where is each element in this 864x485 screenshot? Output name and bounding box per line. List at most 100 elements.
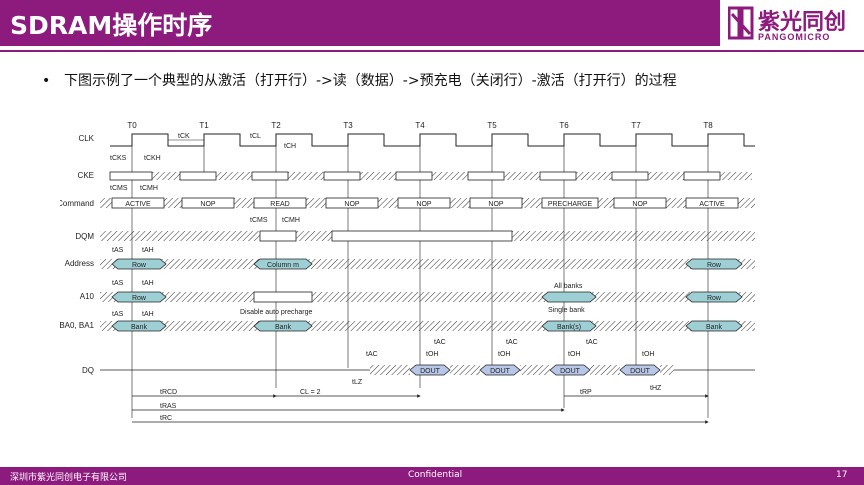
label-tcms: tCMS	[110, 185, 128, 192]
signal-names: CLK CKE Command DQM Address A10 BA0, BA1…	[60, 134, 95, 375]
edge-t3: T3	[343, 121, 353, 130]
label-toh-3: tOH	[498, 351, 510, 358]
bullet-item: • 下图示例了一个典型的从激活（打开行）->读（数据）->预充电（关闭行）-激活（…	[42, 70, 677, 90]
label-tcmh-dqm: tCMH	[282, 217, 300, 224]
sdram-timing-diagram: CLK CKE Command DQM Address A10 BA0, BA1…	[60, 121, 755, 424]
label-tcl: tCL	[250, 133, 261, 140]
footer-confidential: Confidential	[408, 470, 463, 480]
header-divider	[0, 50, 864, 52]
bullet-text: 下图示例了一个典型的从激活（打开行）->读（数据）->预充电（关闭行）-激活（打…	[64, 73, 677, 89]
edge-t8: T8	[703, 121, 713, 130]
label-tah-addr: tAH	[142, 247, 154, 254]
cmd-2: READ	[270, 201, 289, 208]
logo-mark-icon	[727, 6, 754, 40]
label-tah-a10: tAH	[142, 280, 154, 287]
interval-arrows	[132, 394, 709, 424]
signal-cke: CKE	[78, 171, 94, 180]
label-trc: tRC	[160, 415, 172, 422]
cmd-0: ACTIVE	[125, 201, 151, 208]
signal-a10: A10	[80, 292, 95, 301]
edge-t7: T7	[631, 121, 641, 130]
label-trp: tRP	[580, 389, 592, 396]
edge-t1: T1	[199, 121, 209, 130]
label-tah-ba: tAH	[142, 311, 154, 318]
a10-1: Row	[707, 295, 722, 302]
label-tac-2: tAC	[434, 339, 446, 346]
edge-t2: T2	[271, 121, 281, 130]
bank-3: Bank	[706, 324, 722, 331]
a10-row: Row Row Disable auto precharge All banks…	[100, 280, 755, 316]
edge-t5: T5	[487, 121, 497, 130]
label-tas-a10: tAS	[112, 280, 124, 287]
company-logo: 紫光同创 PANGOMICRO	[727, 6, 860, 46]
clk-timing-labels: tCK tCL tCH	[168, 133, 296, 150]
signal-clk: CLK	[78, 134, 94, 143]
a10-0: Row	[132, 295, 147, 302]
note-all-banks: All banks	[554, 283, 583, 290]
edge-t0: T0	[127, 121, 137, 130]
label-trcd: tRCD	[160, 389, 177, 396]
label-tras: tRAS	[160, 403, 177, 410]
label-tcms-dqm: tCMS	[250, 217, 268, 224]
label-thz: tHZ	[650, 385, 662, 392]
addr-0: Row	[132, 262, 147, 269]
addr-1: Column m	[267, 262, 299, 269]
slide-header: SDRAM操作时序 紫光同创 PANGOMICRO	[0, 0, 864, 52]
label-tas-ba: tAS	[112, 311, 124, 318]
label-tcks: tCKS	[110, 155, 127, 162]
title-bar: SDRAM操作时序	[0, 0, 720, 46]
dq-3: DOUT	[630, 368, 651, 375]
cmd-6: PRECHARGE	[548, 201, 593, 208]
footer-page-number: 17	[836, 470, 848, 480]
label-toh-4: tOH	[568, 351, 580, 358]
addr-2: Row	[707, 262, 722, 269]
label-tas-addr: tAS	[112, 247, 124, 254]
slide-title: SDRAM操作时序	[10, 11, 213, 40]
signal-command: Command	[60, 199, 94, 208]
command-row: ACTIVE NOP READ NOP NOP NOP PRECHARGE NO…	[100, 185, 755, 209]
dq-1: DOUT	[490, 368, 511, 375]
cmd-5: NOP	[488, 201, 504, 208]
bank-2: Bank(s)	[557, 324, 581, 331]
label-tlz: tLZ	[352, 379, 363, 386]
label-tck: tCK	[178, 133, 190, 140]
note-disable-autoprecharge: Disable auto precharge	[240, 309, 312, 316]
logo-name: 紫光同创	[758, 10, 847, 35]
signal-dqm: DQM	[75, 232, 94, 241]
dqm-row: tCMS tCMH	[100, 217, 755, 242]
label-tcmh: tCMH	[140, 185, 158, 192]
signal-ba: BA0, BA1	[60, 321, 95, 330]
signal-address: Address	[65, 259, 94, 268]
bank-0: Bank	[131, 324, 147, 331]
dq-2: DOUT	[560, 368, 581, 375]
label-toh-2: tOH	[426, 351, 438, 358]
dq-row: DOUT DOUT DOUT DOUT tAC tLZ tAC tOH tOH …	[100, 339, 755, 392]
label-tac-1: tAC	[366, 351, 378, 358]
logo-subtitle: PANGOMICRO	[758, 32, 831, 42]
note-single-bank: Single bank	[548, 307, 585, 314]
slide-footer: 深圳市紫光同创电子有限公司 Confidential 17	[0, 467, 864, 485]
bank-row: Bank Bank Bank(s) Bank tAS tAH	[100, 311, 755, 332]
signal-dq: DQ	[82, 366, 94, 375]
cke-row: tCKS tCKH	[109, 155, 752, 181]
bank-1: Bank	[275, 324, 291, 331]
label-tac-4: tAC	[586, 339, 598, 346]
address-row: Row Column m Row tAS tAH	[100, 247, 755, 270]
edge-t4: T4	[415, 121, 425, 130]
footer-company: 深圳市紫光同创电子有限公司	[10, 473, 128, 483]
label-tckh: tCKH	[144, 155, 161, 162]
label-tac-3: tAC	[506, 339, 518, 346]
cmd-8: ACTIVE	[699, 201, 725, 208]
dq-0: DOUT	[420, 368, 441, 375]
label-cl2: CL = 2	[300, 389, 321, 396]
label-toh-5: tOH	[642, 351, 654, 358]
label-tch: tCH	[284, 143, 296, 150]
cmd-3: NOP	[344, 201, 360, 208]
bullet-dot-icon: •	[42, 73, 51, 89]
cmd-1: NOP	[200, 201, 216, 208]
cmd-4: NOP	[416, 201, 432, 208]
cmd-7: NOP	[632, 201, 648, 208]
clk-waveform	[110, 133, 755, 147]
edge-t6: T6	[559, 121, 569, 130]
clock-edge-labels: T0 T1 T2 T3 T4 T5 T6 T7 T8	[127, 121, 713, 130]
